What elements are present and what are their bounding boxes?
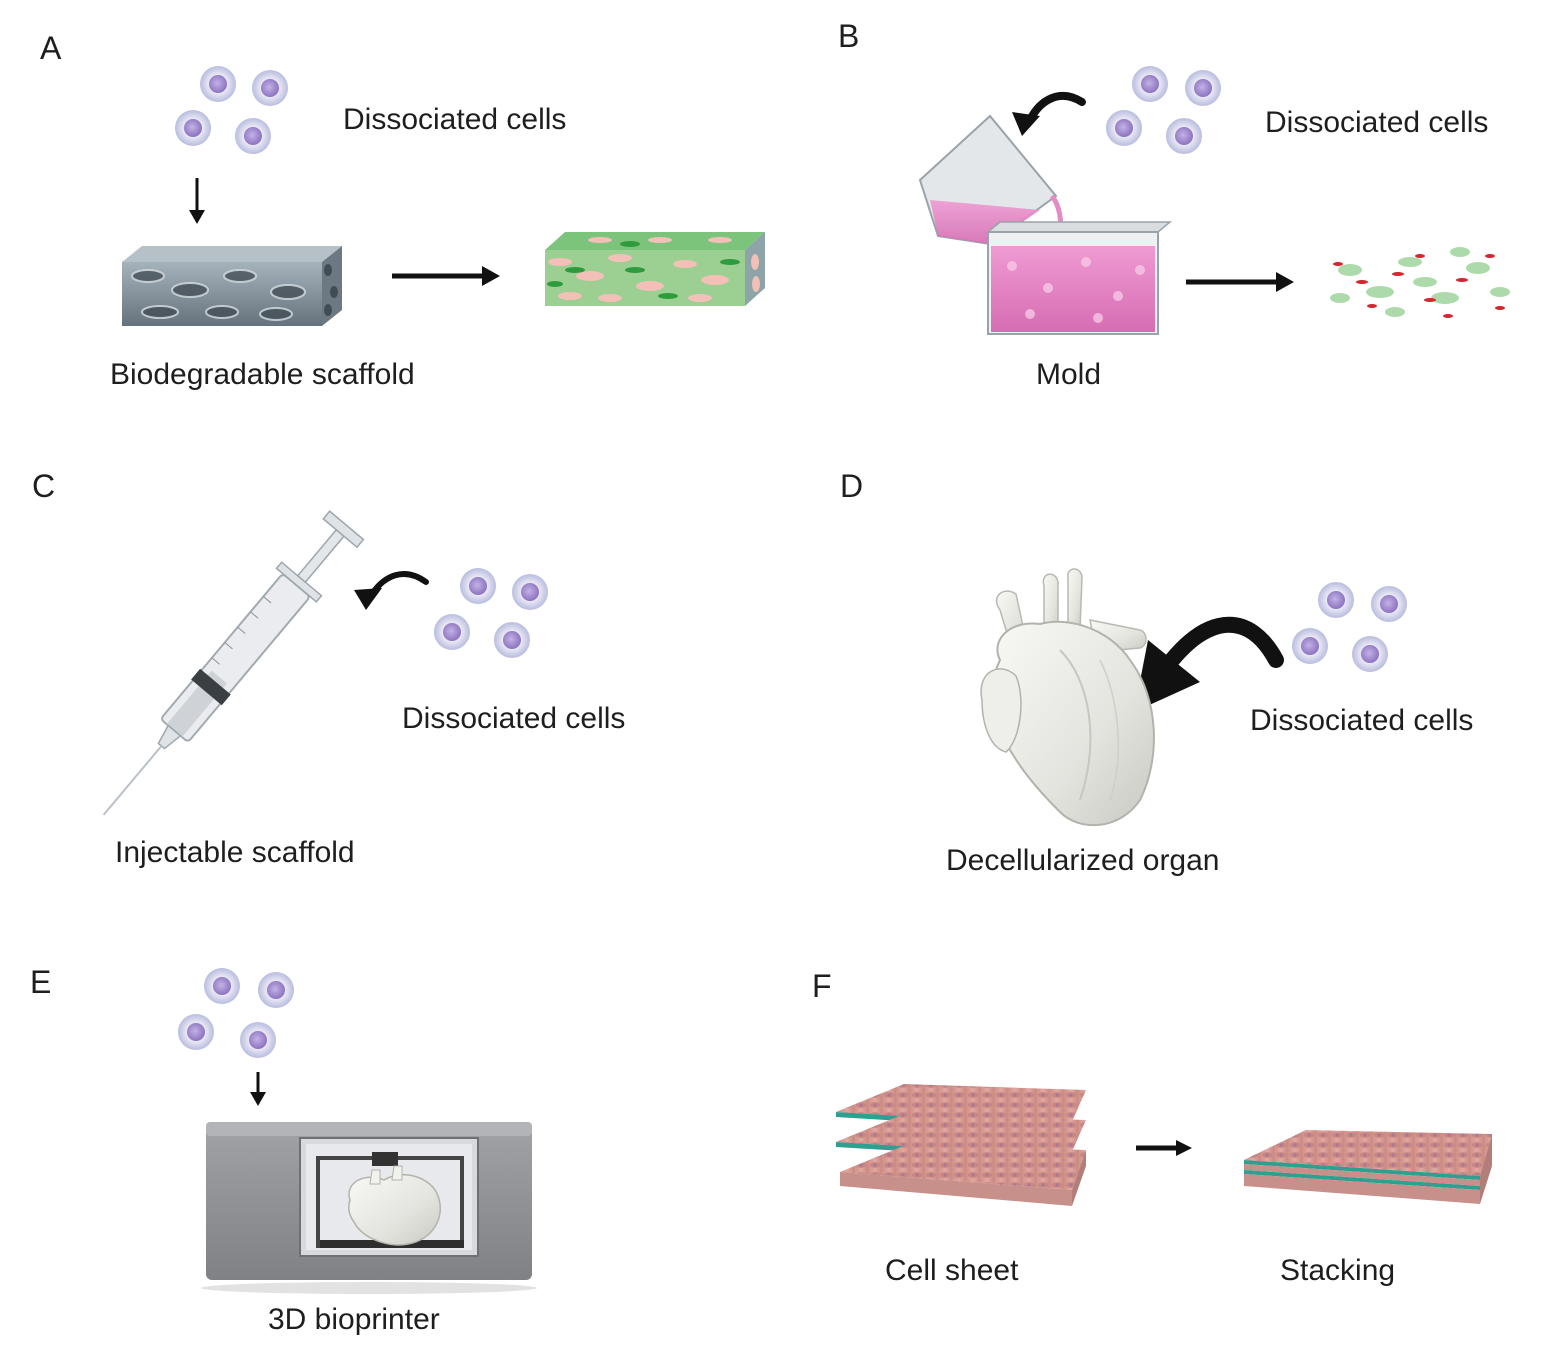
panel-d-curved-arrow: [1134, 616, 1284, 712]
cell-sheet-layers-icon: [836, 1084, 1086, 1206]
syringe-icon: [102, 510, 365, 816]
panel-e-printer-label: 3D bioprinter: [268, 1303, 440, 1336]
panel-letter-a: A: [40, 30, 62, 66]
cell-icon: [1166, 118, 1202, 154]
bioprinter-icon: [201, 1122, 537, 1294]
stacked-sheets-icon: [1244, 1130, 1492, 1204]
cell-icon: [1318, 582, 1354, 618]
panel-d-organ-label: Decellularized organ: [946, 844, 1220, 877]
panel-letter-f: F: [812, 968, 832, 1004]
panel-a-cells-group: [175, 66, 288, 154]
panel-b-cells-label: Dissociated cells: [1265, 106, 1489, 139]
cell-icon: [178, 1014, 214, 1050]
panel-letter-e: E: [30, 964, 52, 1000]
panel-d-cells-group: [1292, 582, 1407, 672]
panel-b-right-arrow: [1186, 272, 1294, 292]
cell-icon: [175, 110, 211, 146]
cell-icon: [1106, 110, 1142, 146]
cell-icon: [235, 118, 271, 154]
panel-a-scaffold-label: Biodegradable scaffold: [110, 358, 415, 391]
panel-f-right-arrow: [1136, 1140, 1192, 1156]
panel-b-cells-group: [1106, 66, 1221, 154]
cell-icon: [1185, 70, 1221, 106]
cell-icon: [1371, 586, 1407, 622]
cell-icon: [204, 968, 240, 1004]
panel-b-curved-arrow: [1012, 92, 1086, 136]
cell-icon: [240, 1022, 276, 1058]
biodegradable-scaffold-icon: [122, 246, 342, 326]
panel-c-cells-group: [434, 568, 548, 658]
cell-sheet-layer-bottom: [840, 1144, 1086, 1206]
panel-c-curved-arrow: [354, 571, 429, 610]
panel-letter-c: C: [32, 468, 56, 504]
panel-a-right-arrow: [392, 266, 500, 286]
cell-icon: [200, 66, 236, 102]
panel-c-scaffold-label: Injectable scaffold: [115, 836, 355, 869]
panel-a-down-arrow: [189, 178, 205, 224]
panel-f-stacking-label: Stacking: [1280, 1254, 1396, 1287]
seeded-scaffold-tissue-icon: [545, 232, 765, 306]
cell-icon: [252, 70, 288, 106]
cell-icon: [1352, 636, 1388, 672]
cast-tissue-icon: [1325, 246, 1515, 318]
panel-d-cells-label: Dissociated cells: [1250, 704, 1474, 737]
panel-a-cells-label: Dissociated cells: [343, 103, 567, 136]
cell-icon: [258, 972, 294, 1008]
panel-letter-b: B: [838, 18, 860, 54]
panel-letter-d: D: [840, 468, 864, 504]
cell-icon: [460, 568, 496, 604]
cell-icon: [1292, 628, 1328, 664]
panel-e-cells-group: [178, 968, 294, 1058]
panel-e-down-arrow: [250, 1072, 266, 1106]
cell-icon: [434, 614, 470, 650]
cell-icon: [512, 574, 548, 610]
cell-icon: [494, 622, 530, 658]
panel-f-sheet-label: Cell sheet: [885, 1254, 1019, 1287]
cell-icon: [1132, 66, 1168, 102]
mold-icon: [985, 221, 1173, 335]
panel-c-cells-label: Dissociated cells: [402, 702, 626, 735]
decellularized-heart-icon: [980, 568, 1155, 827]
panel-b-mold-label: Mold: [1036, 358, 1102, 391]
